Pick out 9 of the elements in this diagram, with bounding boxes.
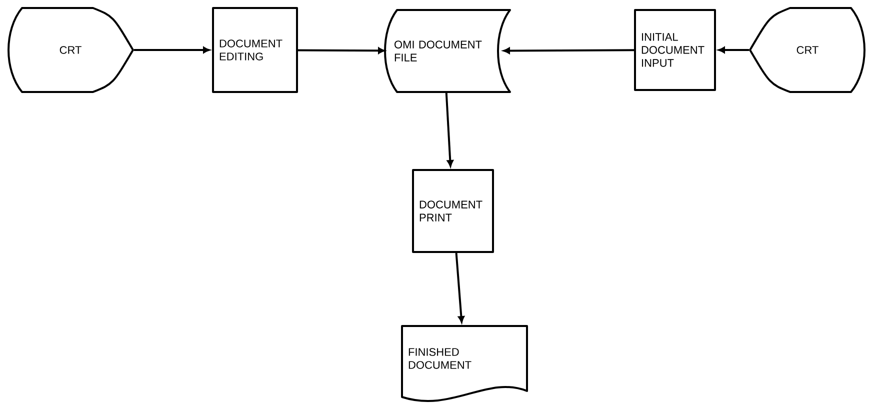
arrow [445, 92, 454, 167]
process-box: DOCUMENT PRINT [412, 169, 494, 253]
process-box: DOCUMENT EDITING [212, 7, 298, 93]
process-box: INITIAL DOCUMENT INPUT [634, 9, 716, 91]
arrow [503, 48, 634, 54]
arrow [134, 46, 210, 54]
arrow [298, 47, 385, 54]
arrow [455, 252, 464, 323]
arrow [718, 46, 749, 54]
